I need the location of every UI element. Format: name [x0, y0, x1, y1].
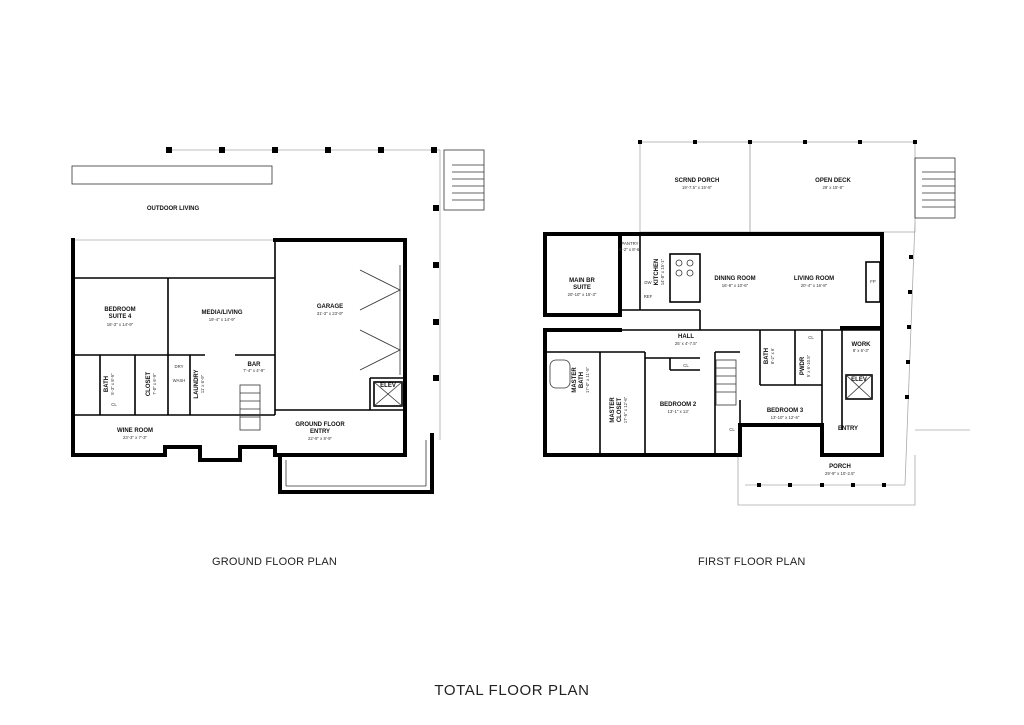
first-elevator-shaft: [845, 374, 873, 400]
room-label-wine-room: WINE ROOM: [117, 428, 153, 434]
room-label-master-bath: MASTERBATH: [572, 367, 585, 393]
ground-interior-stair: [239, 384, 261, 431]
room-label-bar: BAR: [248, 362, 262, 368]
room-dims-master-closet: 17'-5" x 12'-6": [623, 396, 628, 423]
ground-exterior-wall: [71, 238, 407, 462]
room-dims-master-bath: 17'-0" x 11'-5": [585, 366, 590, 393]
first-exterior-wall: [543, 232, 884, 457]
room-label-wash: WASH: [173, 378, 186, 383]
room-label-garage: GARAGE: [317, 304, 343, 310]
room-label-cl: CL: [808, 335, 814, 340]
room-dims-bedroom-3: 13'-10" x 12'-6": [771, 415, 800, 420]
front-porch-outline: [737, 455, 916, 506]
fireplace: [865, 261, 881, 303]
garage-lower-wall: [278, 433, 434, 494]
room-dims-kitchen: 14'-8" x 15'-1": [660, 258, 665, 285]
room-dims-bar: 7'-4" x 4'-9": [243, 368, 265, 373]
room-label-fp: FP: [870, 279, 876, 284]
cooktop: [675, 259, 694, 277]
room-label-ref: REF: [644, 294, 653, 299]
room-label-bath: BATH: [764, 348, 770, 364]
room-label-bedroom-3: BEDROOM 3: [767, 408, 804, 414]
first-interior-walls: [545, 234, 882, 455]
elevator-cross: [845, 374, 873, 400]
room-label-entry: ENTRY: [838, 426, 858, 432]
deck-posts: [638, 140, 917, 144]
room-dims-dining-room: 16'-8" x 10'-6": [722, 283, 749, 288]
room-label-living-room: LIVING ROOM: [794, 276, 834, 282]
room-dims-laundry: 11' x 6'-9": [200, 374, 205, 393]
first-floor-plan-title: FIRST FLOOR PLAN: [698, 556, 806, 568]
room-dims-main-br-suite: 20'-10" x 15'-3": [568, 292, 597, 297]
room-dims-work: 8' x 6'-3": [853, 348, 870, 353]
room-dims-bedroom-suite-4: 16'-3" x 14'-9": [107, 322, 134, 327]
room-dims-closet: 7'-0" x 6'-9": [152, 373, 157, 395]
room-dims-wine-room: 23'-3" x 7'-3": [123, 435, 148, 440]
room-label-pwdr: PWDR: [800, 356, 806, 375]
room-label-master-closet: MASTERCLOSET: [610, 397, 623, 423]
room-label-elev: ELEV: [380, 383, 396, 389]
room-dims-garage: 31'-3" x 23'-9": [317, 311, 344, 316]
first-exterior-stair: [914, 157, 956, 219]
room-label-open-deck: OPEN DECK: [815, 178, 851, 184]
room-label-scrnd-porch: SCRND PORCH: [675, 178, 720, 184]
room-dims-open-deck: 29' x 15'-8": [822, 185, 844, 190]
elevator-cross: [373, 381, 403, 407]
room-label-bedroom-2: BEDROOM 2: [660, 402, 697, 408]
room-label-porch: PORCH: [829, 464, 851, 470]
room-dims-bath: 5'-3" x 8'-5": [110, 373, 115, 395]
room-label-dry: DRY: [175, 364, 184, 369]
room-label-media-living: MEDIA/LIVING: [201, 310, 242, 316]
room-label-cl: CL: [683, 363, 689, 368]
room-label-cl: CL: [111, 402, 117, 407]
ground-floor-plan-title: GROUND FLOOR PLAN: [212, 556, 338, 568]
room-dims-media-living: 19'-4" x 14'-9": [209, 317, 236, 322]
porch-posts: [757, 483, 886, 487]
room-label-pantry: PANTRY: [621, 241, 638, 246]
room-label-bath: BATH: [104, 376, 110, 392]
total-floor-plan-title: TOTAL FLOOR PLAN: [434, 682, 590, 699]
room-label-outdoor-living: OUTDOOR LIVING: [147, 206, 200, 212]
room-label-dining-room: DINING ROOM: [714, 276, 755, 282]
terrace-posts: [166, 147, 439, 381]
room-dims-hall: 25' x 4'-7.5": [675, 341, 698, 346]
outdoor-bench: [71, 165, 273, 185]
room-dims-scrnd-porch: 19'-7.5" x 15'-8": [682, 185, 712, 190]
first-interior-stair: [715, 359, 737, 406]
room-label-work: WORK: [852, 342, 872, 348]
room-dims-bath: 8'-2" x 6': [770, 348, 775, 364]
room-label-cl: CL: [729, 427, 735, 432]
room-label-dw: DW: [644, 280, 652, 285]
kitchen-island: [669, 253, 701, 303]
first-exterior-wall: [543, 232, 622, 317]
ground-interior-walls: [73, 240, 405, 416]
first-floor-plan: SCRND PORCH 19'-7.5" x 15'-8" OPEN DECK …: [543, 140, 970, 506]
walkway-edge: [904, 221, 916, 486]
room-label-hall: HALL: [678, 334, 694, 340]
room-label-laundry: LAUNDRY: [194, 369, 200, 398]
room-label-elev: ELEV: [851, 377, 867, 383]
walkway-posts: [905, 255, 913, 399]
garage-doors: [359, 265, 401, 375]
room-dims-living-room: 20'-4" x 16'-8": [801, 283, 828, 288]
bathtub: [549, 359, 571, 389]
ground-exterior-stair: [443, 149, 485, 211]
room-label-kitchen: KITCHEN: [654, 259, 660, 286]
ground-elevator-shaft: [373, 381, 403, 407]
room-dims-porch: 29'-9" x 10'-2.5": [825, 471, 855, 476]
room-dims-pantry: 6'-2" x 8'-6": [619, 247, 641, 252]
room-label-closet: CLOSET: [146, 372, 152, 397]
room-dims-bedroom-2: 13'-1" x 13': [667, 409, 688, 414]
room-dims-ground-floor-entry: 22'-9" x 8'-9": [308, 436, 333, 441]
room-dims-pwdr: 5' x 6'-10.5": [806, 354, 811, 377]
